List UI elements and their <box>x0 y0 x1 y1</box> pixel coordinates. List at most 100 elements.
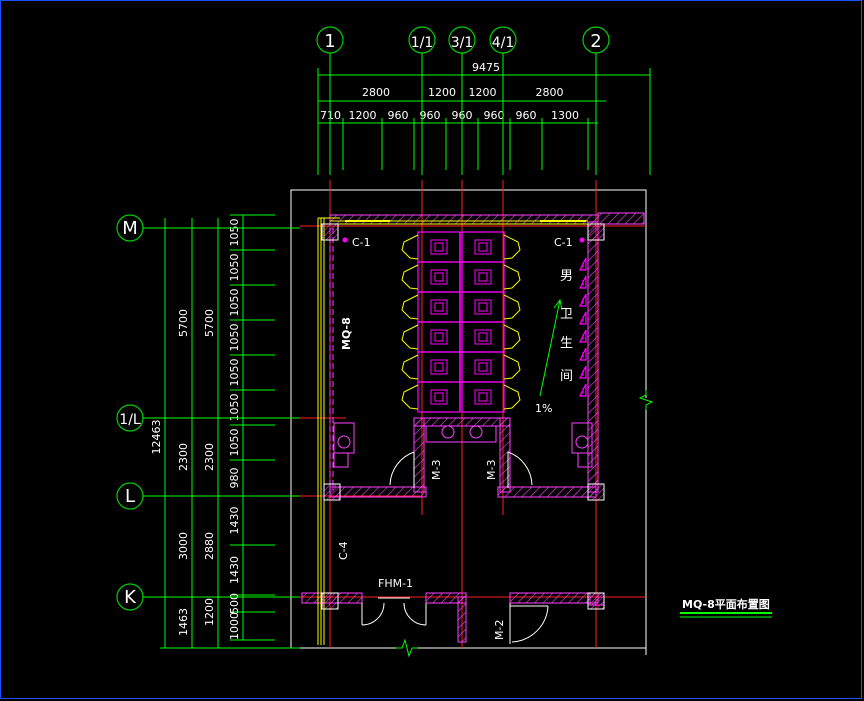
squat-toilet-icon <box>461 321 521 353</box>
window-marker-right <box>579 237 585 243</box>
squat-toilet-icon <box>461 351 521 383</box>
grid-label-row: K <box>124 587 137 608</box>
squat-toilet-icon <box>401 261 461 293</box>
dim-top-detail: 960 <box>388 109 409 122</box>
dim-top-detail: 1200 <box>349 109 377 122</box>
grid-label-col: 2 <box>590 31 601 52</box>
slope-label: 1% <box>535 402 552 415</box>
grid-bubbles: 1 1/1 3/1 4/1 2M 1/L L K <box>116 26 610 611</box>
squat-toilet-icon <box>461 261 521 293</box>
dim-left-inner: 1430 <box>228 556 241 584</box>
interior-wall <box>329 228 334 490</box>
grid-label-row: M <box>122 218 138 239</box>
window-label-c4: C-4 <box>337 541 350 560</box>
dim-left-total: 12463 <box>150 420 163 455</box>
urinal-row <box>579 257 587 397</box>
break-line-icon <box>396 390 654 658</box>
dim-left-inner: 1050 <box>228 359 241 387</box>
dim-left-inner: 980 <box>228 468 241 489</box>
dim-left-inner: 1050 <box>228 429 241 457</box>
urinal-icon <box>579 257 587 271</box>
dim-left-mid: 1200 <box>203 598 216 626</box>
grid-bubble-col-2: 1/1 <box>408 26 436 175</box>
dim-left-inner: 1050 <box>228 324 241 352</box>
dim-top-bay: 1200 <box>469 86 497 99</box>
dim-left-inner: 500 <box>228 593 241 614</box>
window-lines <box>317 217 588 645</box>
urinal-icon <box>579 347 587 361</box>
grid-bubble-row-4: K <box>116 583 300 611</box>
door-swing-icon <box>361 451 549 644</box>
dim-top-detail: 960 <box>484 109 505 122</box>
dim-left-mid: 2300 <box>203 443 216 471</box>
dim-left-inner: 1050 <box>228 254 241 282</box>
dim-left-mid: 2880 <box>203 532 216 560</box>
grid-label-col: 3/1 <box>451 35 474 51</box>
window-marker-left <box>342 237 348 243</box>
urinal-icon <box>579 311 587 325</box>
urinal-icon <box>579 329 587 343</box>
door-label-fhm1: FHM-1 <box>378 577 413 590</box>
grid-bubble-row-3: L <box>116 482 300 510</box>
squat-toilet-icon <box>461 381 521 413</box>
squat-toilet-icon <box>461 291 521 323</box>
grid-bubble-row-2: 1/L <box>116 404 300 432</box>
squat-toilet-icon <box>401 321 461 353</box>
slope-arrow <box>539 298 563 397</box>
grid-label-col: 1/1 <box>411 35 434 51</box>
grid-label-row: 1/L <box>119 412 141 428</box>
dim-top-detail: 960 <box>420 109 441 122</box>
squat-toilet-icon <box>401 381 461 413</box>
dimension-text: 9475280012001200280071012009609609609609… <box>150 61 579 640</box>
grid-bubble-col-1: 1 <box>316 26 344 175</box>
dim-left-inner: 1000 <box>228 612 241 640</box>
dim-top-bay: 2800 <box>362 86 390 99</box>
window-label-right: C-1 <box>554 236 573 249</box>
door-label-m3-right: M-3 <box>485 460 498 480</box>
dim-top-detail: 1300 <box>551 109 579 122</box>
grid-bubble-col-5: 2 <box>582 26 610 175</box>
washbasin-icon <box>333 422 593 468</box>
dim-left-outer: 1463 <box>177 608 190 636</box>
grid-bubble-row-1: M <box>116 214 300 242</box>
dim-top-bay: 1200 <box>428 86 456 99</box>
dim-left-inner: 1050 <box>228 219 241 247</box>
column-icon <box>321 223 605 610</box>
urinal-icon <box>579 383 587 397</box>
grid-label-col: 1 <box>324 31 335 52</box>
urinal-icon <box>579 275 587 289</box>
toilet-stalls <box>401 231 521 413</box>
dim-left-outer: 5700 <box>177 309 190 337</box>
dim-left-outer: 3000 <box>177 532 190 560</box>
building-outline <box>290 189 647 655</box>
room-name-char-3: 生 <box>560 336 573 351</box>
dim-left-mid: 5700 <box>203 309 216 337</box>
dim-top-total: 9475 <box>472 61 500 74</box>
squat-toilet-icon <box>401 231 461 263</box>
room-name-char-4: 间 <box>560 369 573 384</box>
door-label-m3-left: M-3 <box>430 460 443 480</box>
window-label-left: C-1 <box>352 236 371 249</box>
squat-toilet-icon <box>401 291 461 323</box>
room-name-char-1: 男 <box>560 269 573 284</box>
urinal-icon <box>579 365 587 379</box>
dim-left-inner: 1430 <box>228 507 241 535</box>
squat-toilet-icon <box>401 351 461 383</box>
walls <box>301 212 645 643</box>
room-name-char-2: 卫 <box>560 307 573 322</box>
dim-top-bay: 2800 <box>536 86 564 99</box>
grid-bubble-col-3: 3/1 <box>448 26 476 175</box>
door-label-m2: M-2 <box>493 620 506 640</box>
squat-toilet-icon <box>461 231 521 263</box>
drawing-title: MQ-8平面布置图 <box>682 597 770 611</box>
urinal-icon <box>579 293 587 307</box>
grid-bubble-col-4: 4/1 <box>489 26 517 175</box>
grid-label-row: L <box>125 486 135 507</box>
dim-left-inner: 1050 <box>228 289 241 317</box>
grid-label-col: 4/1 <box>492 35 515 51</box>
dim-left-inner: 1050 <box>228 394 241 422</box>
dim-left-outer: 2300 <box>177 443 190 471</box>
